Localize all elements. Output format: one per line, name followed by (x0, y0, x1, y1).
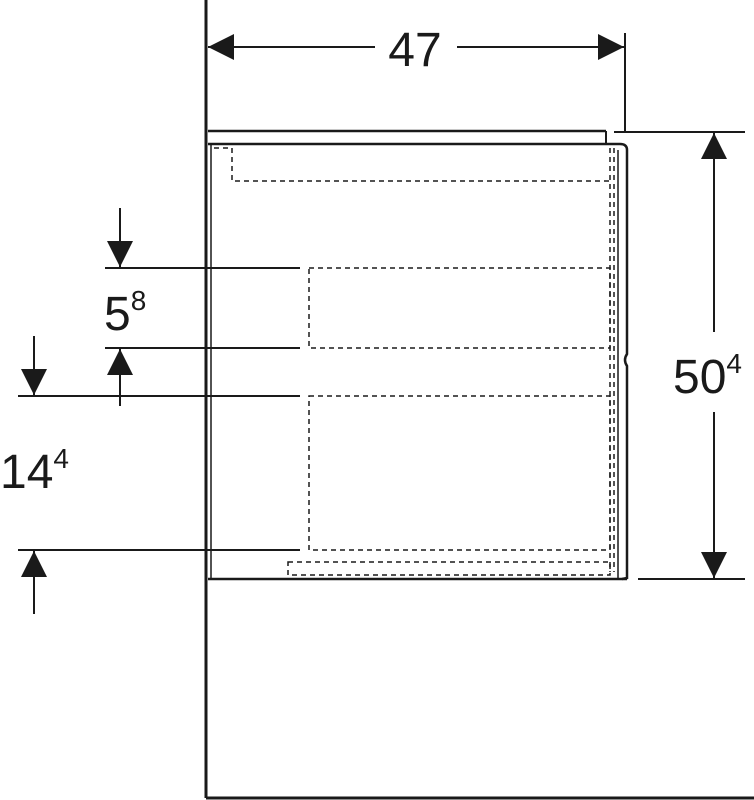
bottom-offset-label: 144 (0, 443, 69, 499)
drawer-gap-label: 58 (104, 285, 146, 341)
width-dimension (208, 33, 626, 131)
bottom-offset-dimension (18, 336, 300, 614)
front-right-edge (619, 142, 629, 581)
wall-and-floor (204, 0, 754, 800)
height-dimension (614, 131, 745, 580)
bottom-tray-outline (287, 561, 611, 576)
hidden-lines (214, 147, 615, 576)
height-dimension-label: 504 (673, 348, 742, 404)
top-recess-outline (214, 147, 610, 182)
upper-drawer-outline (308, 267, 611, 349)
cabinet-body (208, 129, 629, 581)
width-dimension-label: 47 (388, 24, 441, 77)
lower-drawer-outline (308, 395, 611, 551)
